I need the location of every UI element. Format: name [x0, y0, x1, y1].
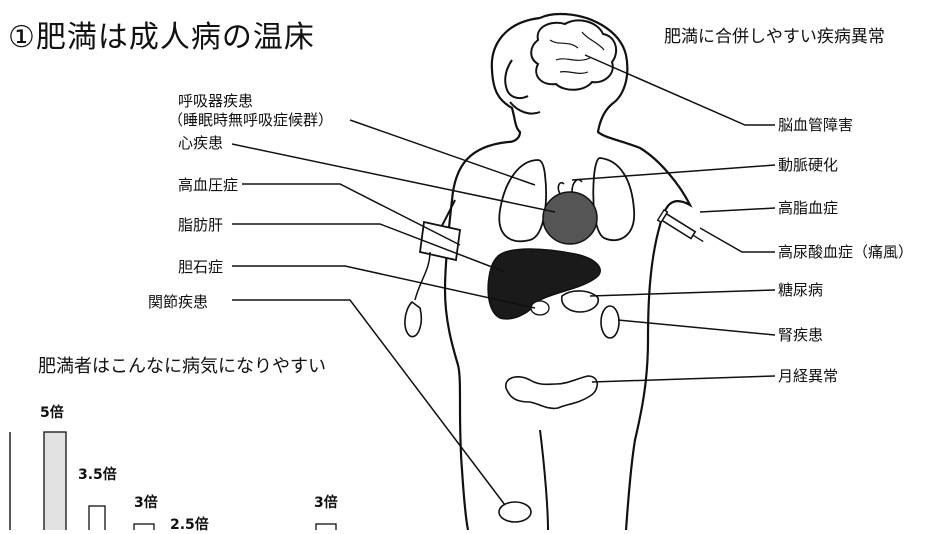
gallbladder [530, 300, 550, 316]
leader-hyperuricemia [699, 227, 775, 253]
label-respiratory: 呼吸器疾患 [178, 92, 254, 110]
multiplier-2: 3.5倍 [78, 467, 117, 483]
label-joint: 関節疾患 [148, 293, 209, 311]
leader-fatty-liver [232, 223, 506, 273]
label-arteriosclerosis: 動脈硬化 [778, 156, 839, 174]
liver [487, 248, 601, 320]
label-kidney: 腎疾患 [778, 326, 824, 344]
label-hyperlipidemia: 高脂血症 [778, 199, 839, 217]
multiplier-1: 5倍 [40, 405, 64, 421]
bp-bulb [404, 300, 423, 338]
uterus [505, 375, 599, 410]
bar-2 [88, 505, 106, 530]
bar-1 [43, 431, 67, 530]
leader-kidney [617, 319, 776, 336]
chart-subtitle: 肥満者はこんなに病気になりやすい [38, 356, 326, 377]
syringe [656, 208, 704, 243]
bar-3 [133, 523, 155, 530]
face-outline [504, 59, 529, 100]
label-gallstones: 胆石症 [178, 258, 224, 276]
leader-heart [231, 143, 556, 213]
right-lung [592, 157, 635, 241]
leader-joint [232, 299, 506, 506]
leader-gallstones [232, 265, 536, 309]
leader-stroke [584, 54, 775, 126]
leader-hyperlipidemia [699, 207, 776, 213]
label-hyperuricemia: 高尿酸血症（痛風） [778, 243, 914, 261]
page-title: ①肥満は成人病の温床 [8, 20, 315, 55]
leader-arteriosclerosis [571, 164, 776, 181]
leader-diabetes [589, 289, 776, 297]
leader-menstrual [591, 375, 776, 383]
heart [542, 191, 598, 245]
multiplier-3: 3倍 [134, 495, 158, 511]
right-heading: 肥満に合併しやすい疾病異常 [664, 27, 885, 47]
legs-divider [539, 429, 549, 530]
bar-5 [315, 523, 337, 530]
brain-shape [530, 19, 618, 91]
label-respiratory-sub: （睡眠時無呼吸症候群） [168, 111, 334, 129]
label-diabetes: 糖尿病 [778, 281, 824, 299]
kidney [600, 305, 620, 339]
heart-vessels [557, 178, 583, 195]
left-lung [498, 159, 547, 243]
label-stroke: 脳血管障害 [778, 116, 854, 134]
leader-hypertension [242, 183, 461, 246]
multiplier-5: 3倍 [314, 495, 338, 511]
body-outline [443, 12, 693, 530]
label-hypertension: 高血圧症 [178, 176, 239, 194]
brain-folds [549, 31, 605, 75]
stomach [560, 290, 600, 313]
label-heart: 心疾患 [178, 134, 224, 152]
foot-shape [498, 501, 532, 523]
label-menstrual: 月経異常 [778, 367, 839, 385]
leader-respiratory [349, 119, 536, 186]
multiplier-4: 2.5倍 [170, 517, 209, 533]
label-fatty-liver: 脂肪肝 [178, 216, 224, 234]
face-chin [509, 101, 541, 115]
bp-tube [414, 251, 431, 301]
